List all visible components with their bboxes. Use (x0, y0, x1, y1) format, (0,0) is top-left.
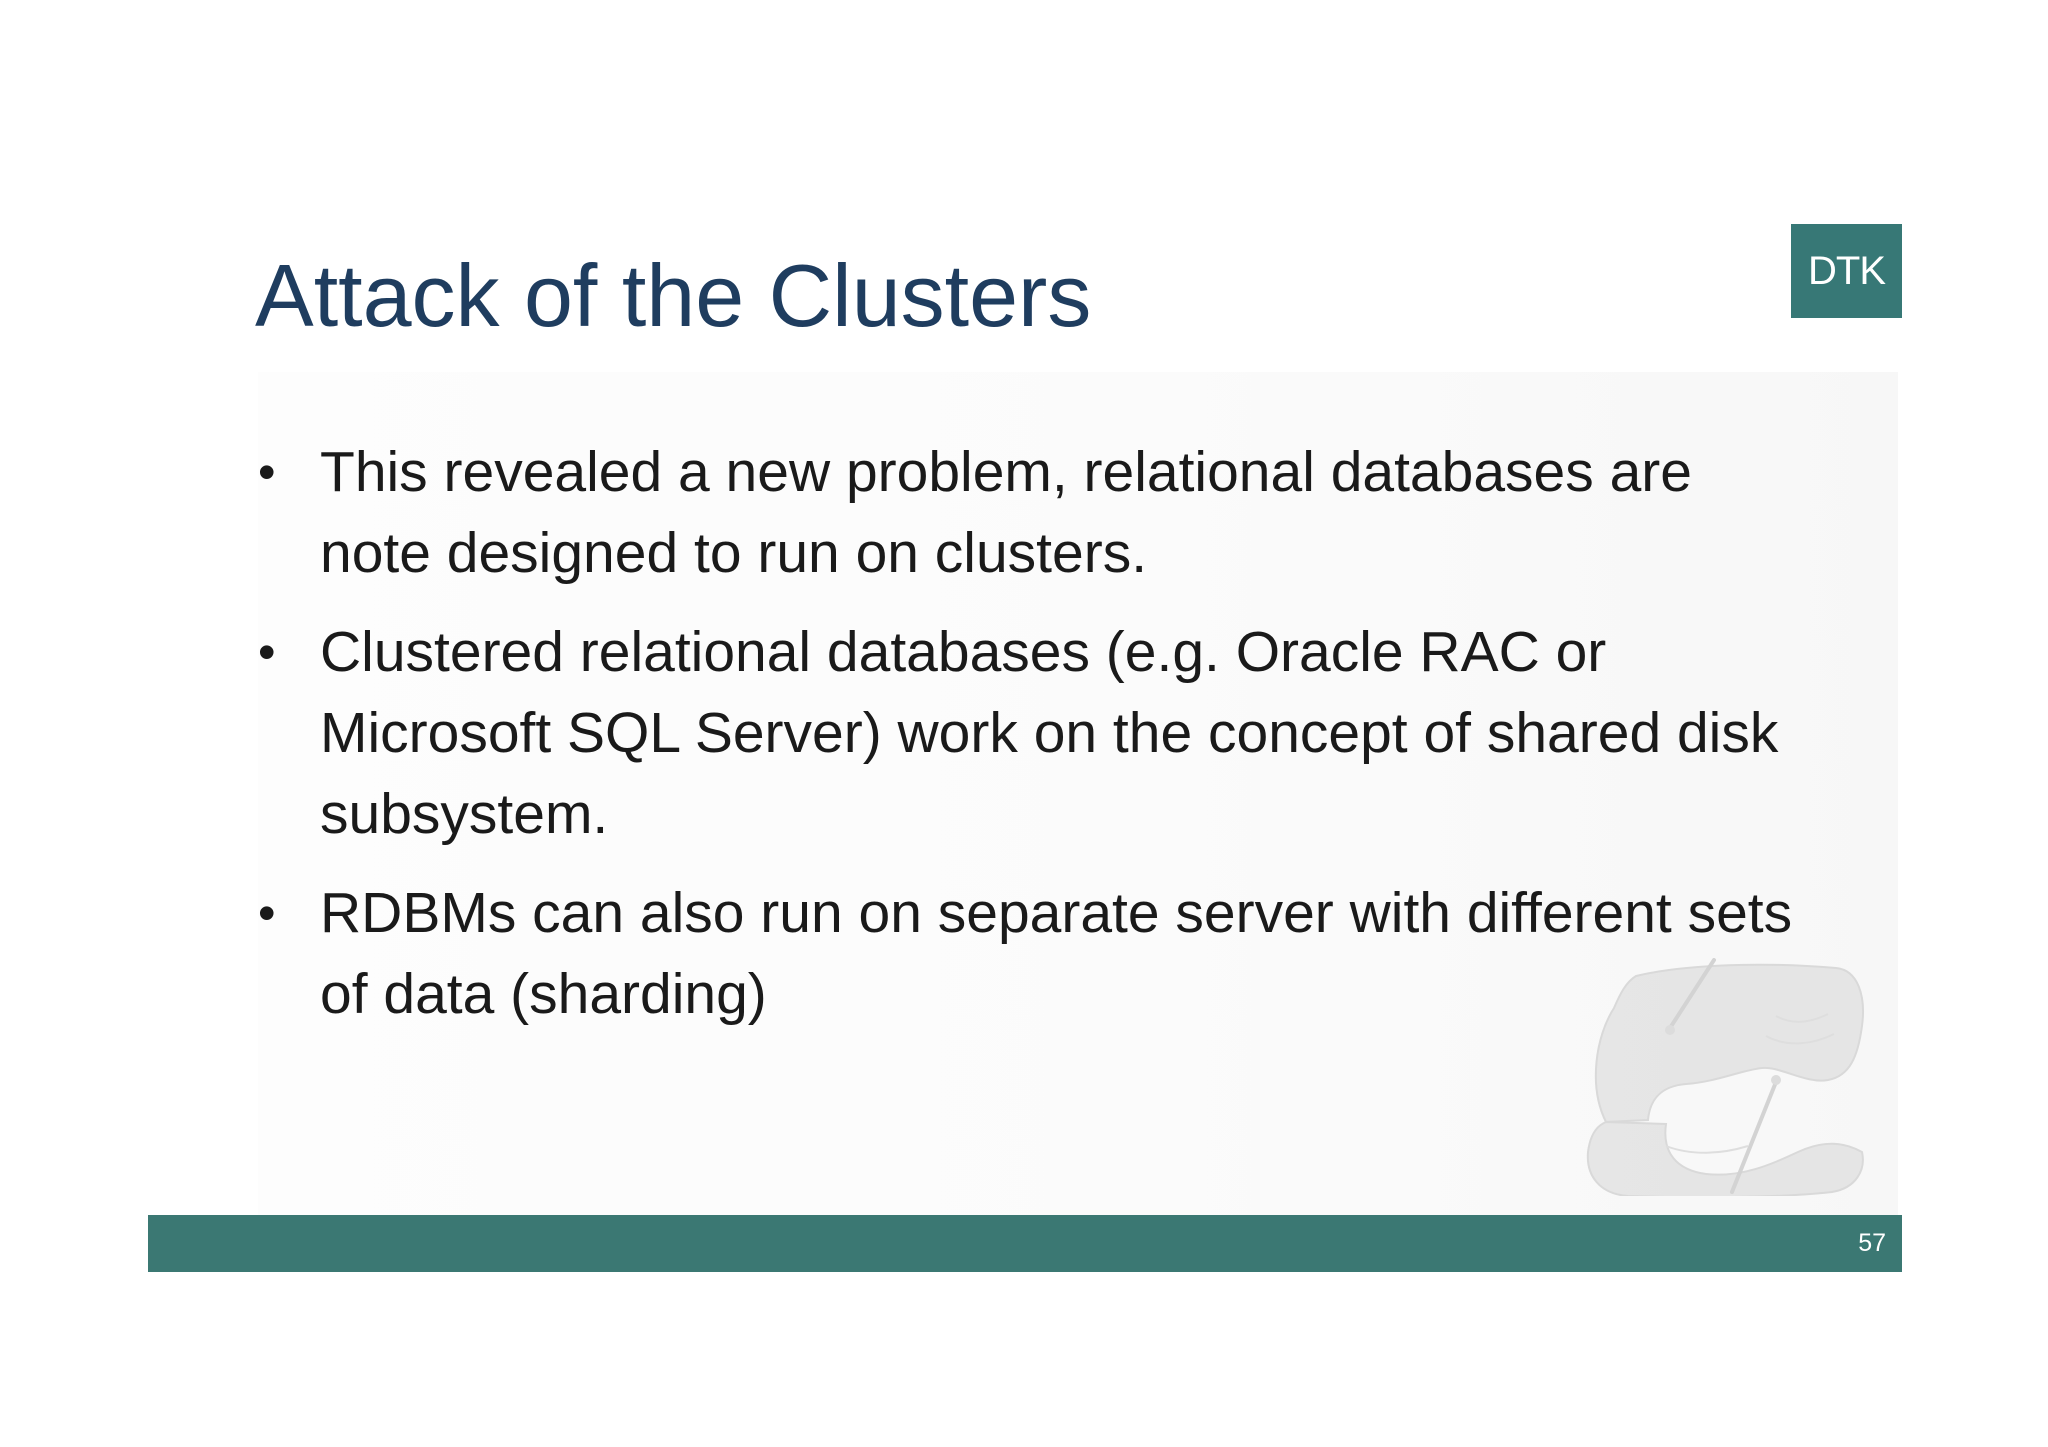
dtk-logo: DTK (1791, 224, 1902, 318)
bullet-text: Clustered relational databases (e.g. Ora… (320, 620, 1779, 846)
footer-bar: 57 (148, 1215, 1902, 1272)
bullet-text: RDBMs can also run on separate server wi… (320, 881, 1793, 1026)
slide-title: Attack of the Clusters (255, 246, 1092, 345)
bullet-icon: • (258, 624, 276, 680)
bullet-item: • This revealed a new problem, relationa… (256, 432, 1816, 594)
bullet-item: • RDBMs can also run on separate server … (256, 873, 1816, 1035)
bullet-item: • Clustered relational databases (e.g. O… (256, 612, 1816, 855)
hands-drawing-icon (1586, 958, 1864, 1196)
bullet-icon: • (258, 444, 276, 500)
bullet-icon: • (258, 885, 276, 941)
bullet-list: • This revealed a new problem, relationa… (256, 432, 1816, 1053)
bullet-text: This revealed a new problem, relational … (320, 440, 1692, 585)
page-number: 57 (1858, 1229, 1886, 1257)
